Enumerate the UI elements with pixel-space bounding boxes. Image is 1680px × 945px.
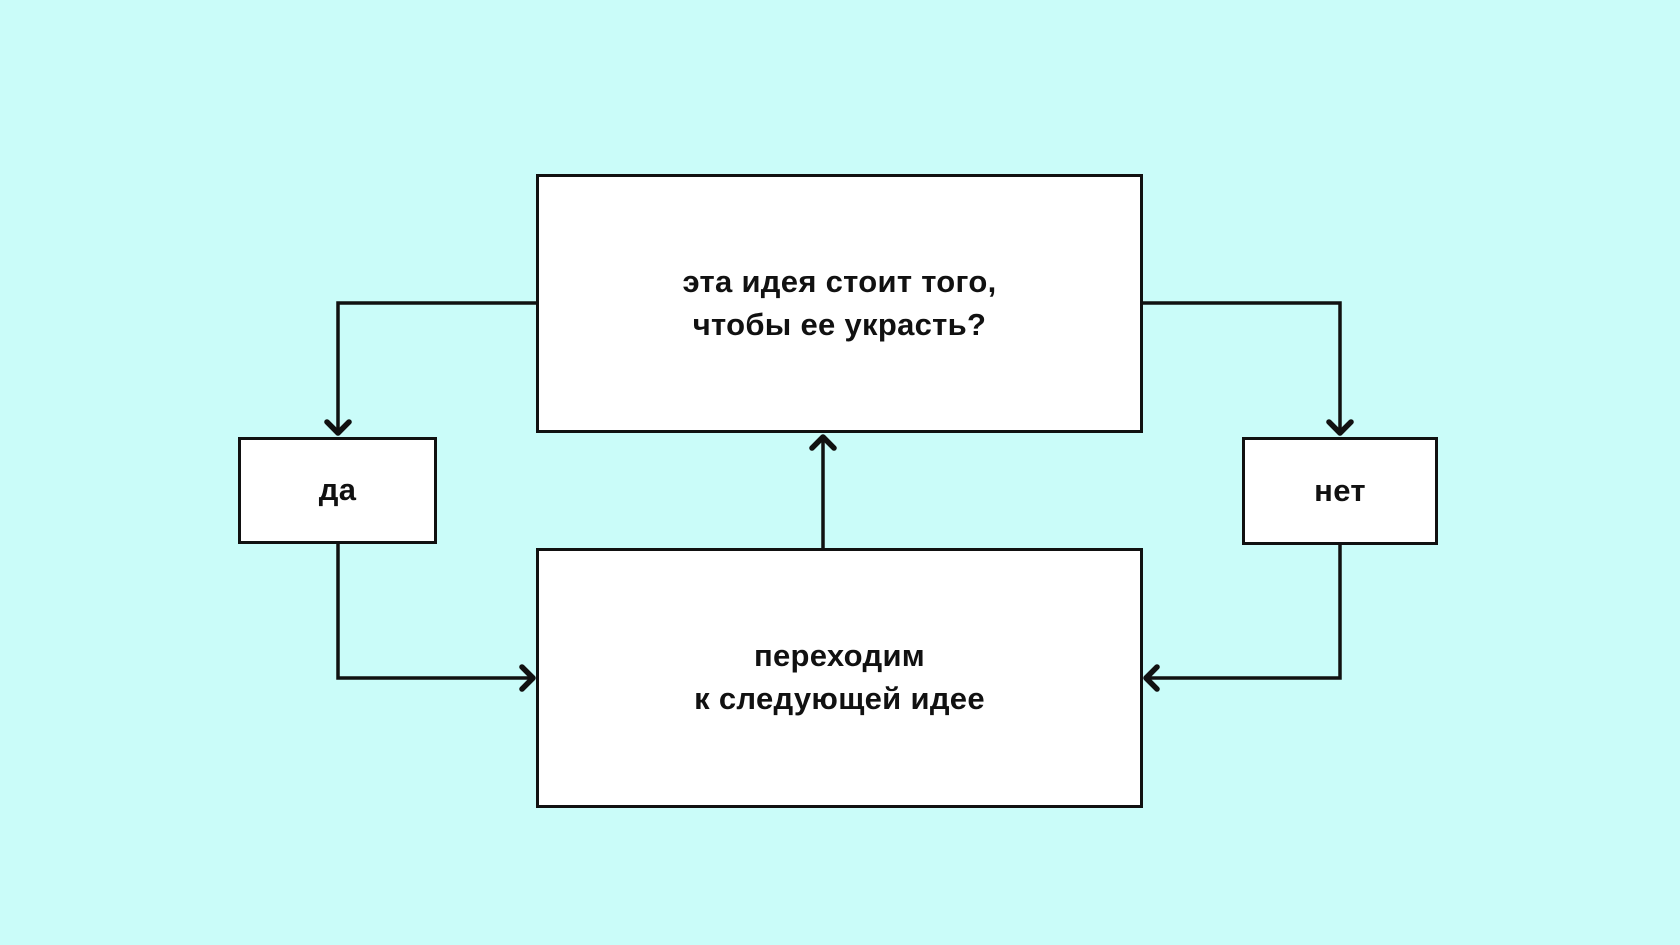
- yes-label: да: [318, 472, 357, 508]
- next-text-line2: к следующей идее: [694, 681, 985, 716]
- arrow-no-to-next: [1143, 545, 1342, 692]
- arrow-decision-to-yes: [324, 301, 536, 436]
- arrow-decision-to-no: [1143, 301, 1354, 436]
- decision-text-line2: чтобы ее украсть?: [692, 306, 987, 342]
- decision-node: эта идея стоит того, чтобы ее украсть?: [536, 174, 1143, 433]
- no-label: нет: [1314, 472, 1366, 508]
- no-node: нет: [1242, 437, 1438, 545]
- arrow-yes-to-next: [336, 544, 536, 692]
- decision-text-line1: эта идея стоит того,: [682, 263, 997, 299]
- yes-node: да: [238, 437, 437, 544]
- next-text-line1: переходим: [753, 638, 926, 674]
- next-idea-node: переходим к следующей идее: [536, 548, 1143, 808]
